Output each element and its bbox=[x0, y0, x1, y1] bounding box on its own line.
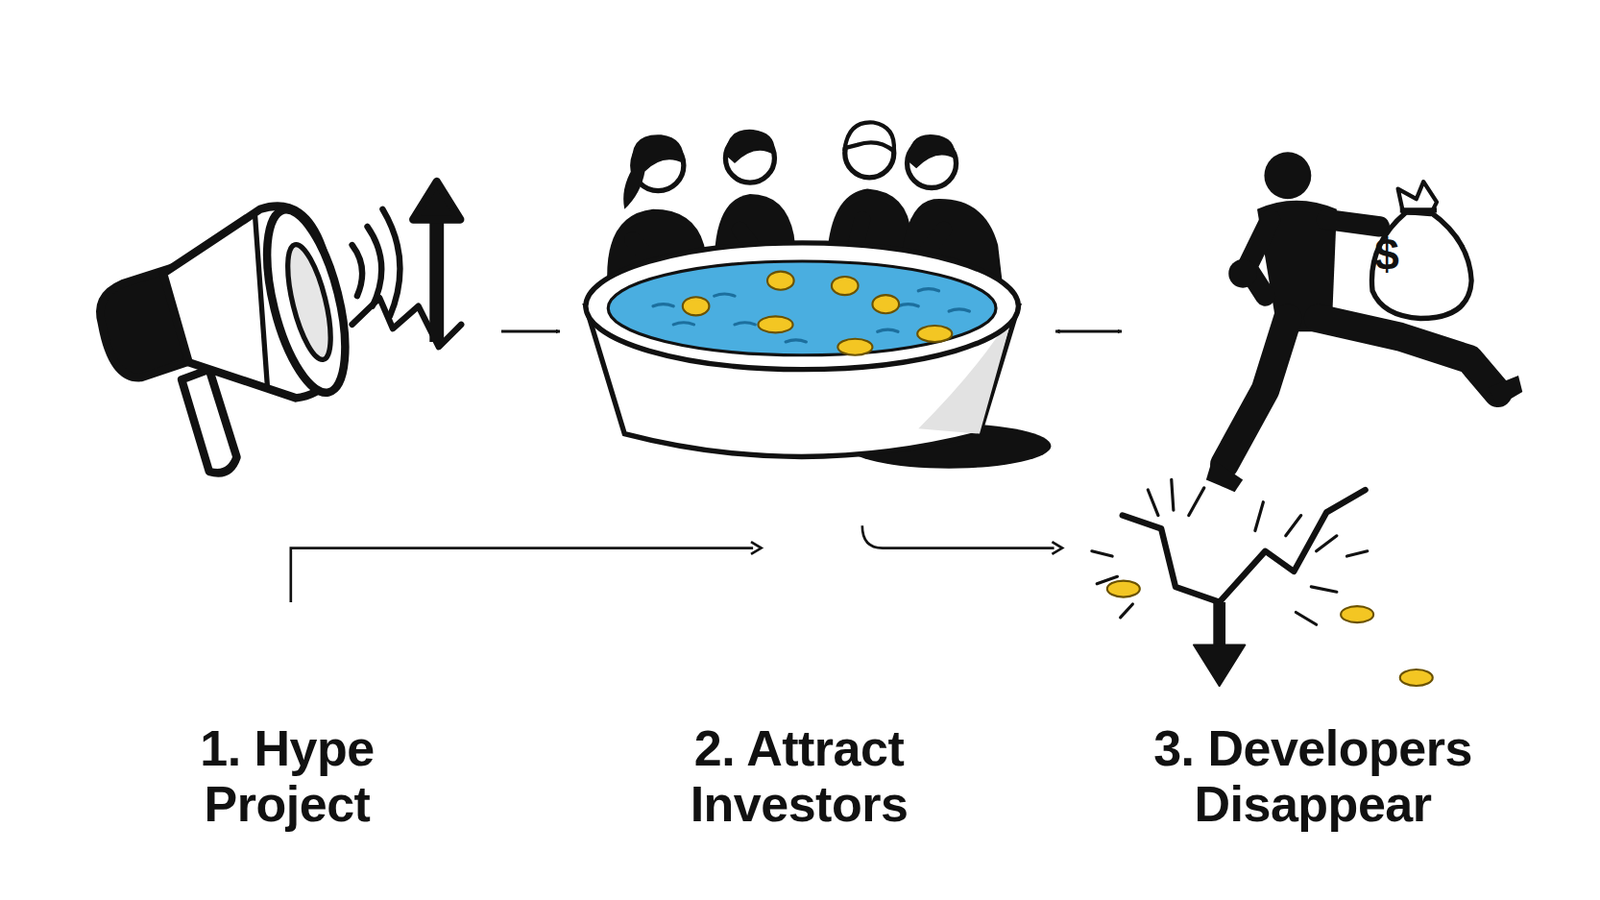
pool-bowl-part-part bbox=[682, 296, 710, 316]
megaphone-icon-part bbox=[429, 214, 444, 342]
pool-bowl-part-part bbox=[757, 315, 793, 333]
runner-silhouette-part bbox=[1487, 375, 1523, 407]
pool-bowl-part-part bbox=[918, 289, 939, 291]
crash-graphic-part-part bbox=[1285, 515, 1302, 536]
investor-group-part bbox=[845, 121, 895, 151]
stage-panel: 3. Developers Disappear bbox=[1121, 115, 1556, 846]
pool-bowl-part bbox=[607, 261, 996, 356]
stage-caption: 1. Hype Project bbox=[152, 720, 422, 832]
stage-caption: 2. Attract Investors bbox=[645, 720, 953, 832]
crash-graphic-part-part bbox=[1147, 489, 1159, 516]
runner-silhouette-part bbox=[1206, 459, 1243, 492]
flow-bracket-part bbox=[1051, 541, 1063, 555]
crash-graphic-part-part bbox=[1171, 479, 1174, 510]
currency-symbol: $ bbox=[1357, 230, 1416, 279]
crash-graphic-part bbox=[1091, 479, 1368, 625]
megaphone-icon-part bbox=[382, 209, 400, 317]
runner-silhouette-part-part bbox=[1224, 318, 1288, 465]
crash-graphic-part-part bbox=[1316, 535, 1337, 552]
pool-bowl-part-part bbox=[714, 293, 735, 296]
pool-bowl-part-part bbox=[653, 304, 674, 307]
flow-arrow bbox=[501, 330, 560, 334]
flow-arrow bbox=[1055, 330, 1122, 334]
pool-bowl-part-part bbox=[872, 294, 899, 314]
pool-bowl-part-part bbox=[785, 339, 806, 342]
pool-bowl-part-part bbox=[948, 309, 970, 312]
pool-bowl-part-part bbox=[831, 276, 859, 295]
crash-graphic-part-part bbox=[1188, 487, 1205, 516]
runner-silhouette-part bbox=[1400, 207, 1437, 213]
flow-bracket bbox=[290, 525, 1063, 603]
runner-silhouette-part-part bbox=[1326, 218, 1380, 226]
pool-bowl-part-part bbox=[877, 329, 898, 332]
crash-graphic-part-part bbox=[1347, 551, 1368, 557]
investor-group-part bbox=[725, 129, 775, 164]
crash-graphic-part-part bbox=[1091, 551, 1113, 557]
crash-graphic bbox=[1091, 479, 1433, 686]
investor-group-part bbox=[623, 134, 684, 210]
crash-graphic-part bbox=[1107, 581, 1433, 686]
runner-silhouette bbox=[1206, 151, 1523, 492]
runner-silhouette-part-part bbox=[1318, 318, 1499, 394]
pool-bowl-part-part bbox=[673, 322, 694, 325]
stage-caption: 3. Developers Disappear bbox=[1125, 720, 1501, 832]
megaphone-icon-part bbox=[255, 216, 268, 386]
runner-silhouette-part bbox=[1263, 151, 1311, 199]
crash-graphic-part bbox=[1219, 489, 1366, 603]
crash-graphic-part-part bbox=[1120, 604, 1134, 618]
stage-panel: 2. Attract Investors bbox=[559, 115, 1056, 846]
flow-bracket-part bbox=[290, 548, 753, 603]
runner-silhouette-part bbox=[1398, 181, 1437, 215]
stage-panel: 1. Hype Project bbox=[81, 115, 502, 846]
investor-group-part bbox=[908, 134, 956, 169]
flow-bracket-part bbox=[862, 525, 1055, 548]
illustration-group bbox=[99, 121, 1523, 686]
megaphone-icon-part bbox=[352, 244, 364, 296]
pool-bowl-part bbox=[585, 242, 1019, 370]
megaphone-icon-part bbox=[279, 241, 340, 364]
pool-bowl-part bbox=[653, 289, 970, 342]
crash-graphic-part-part bbox=[1340, 606, 1374, 623]
pool-bowl-part-part bbox=[897, 304, 919, 307]
crash-graphic-part-part bbox=[1400, 669, 1433, 686]
pool-bowl bbox=[585, 242, 1052, 469]
crash-graphic-part bbox=[1193, 645, 1245, 687]
crash-graphic-part-part bbox=[1255, 502, 1264, 532]
flow-bracket-part bbox=[751, 541, 762, 555]
megaphone-icon-part bbox=[251, 201, 361, 400]
pool-bowl-part-part bbox=[917, 325, 952, 342]
runner-silhouette-part bbox=[1228, 259, 1258, 289]
megaphone-icon-part bbox=[412, 181, 461, 219]
megaphone-icon-part bbox=[367, 226, 383, 307]
megaphone-icon-part bbox=[181, 369, 237, 474]
crash-graphic-part-part bbox=[1310, 586, 1337, 592]
pool-bowl-part bbox=[682, 271, 953, 356]
pool-bowl-part-part bbox=[767, 271, 795, 291]
megaphone-icon bbox=[99, 181, 461, 473]
pool-bowl-part-part bbox=[837, 339, 873, 356]
crash-graphic-part-part bbox=[1107, 581, 1140, 598]
megaphone-icon-part bbox=[352, 297, 462, 347]
crash-graphic-part-part bbox=[1295, 612, 1316, 626]
pool-bowl-part-part bbox=[734, 322, 755, 325]
